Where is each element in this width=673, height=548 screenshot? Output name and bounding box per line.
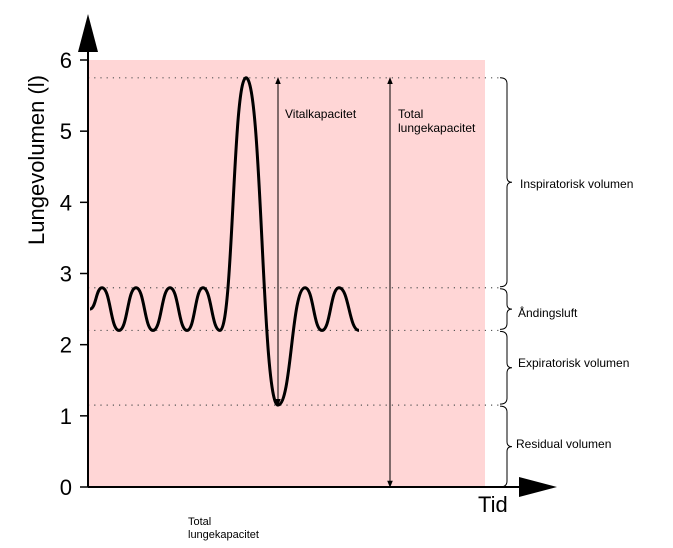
inspiratory-brace (499, 77, 513, 288)
residual-volume-label: Residual volumen (516, 437, 611, 451)
expiratory-volume-label: Expiratorisk volumen (518, 356, 629, 370)
total-lung-capacity-label-line2: lungekapacitet (398, 121, 476, 135)
total-lung-capacity-label-line1: Total (398, 107, 423, 121)
level-lines (88, 77, 500, 406)
footer-line1: Total (188, 516, 212, 528)
x-axis-arrow-icon (519, 477, 557, 497)
tidal-brace (499, 288, 513, 330)
y-tick-label: 3 (60, 262, 72, 287)
x-axis-title: Tid (478, 492, 508, 517)
inspiratory-volume-label: Inspiratorisk volumen (520, 177, 633, 191)
volume-braces (499, 77, 513, 488)
lung-volume-curve (89, 76, 360, 407)
y-ticks: 0 1 2 3 4 5 6 (60, 48, 88, 500)
y-tick-label: 6 (60, 48, 72, 73)
residual-brace (499, 405, 513, 488)
vital-capacity-label: Vitalkapacitet (285, 107, 357, 121)
y-tick-label: 1 (60, 404, 72, 429)
y-axis-title: Lungevolumen (l) (24, 75, 49, 245)
y-tick-label: 5 (60, 119, 72, 144)
plot-background (88, 60, 485, 487)
y-tick-label: 4 (60, 190, 72, 215)
footer-line2: lungekapacitet (188, 529, 259, 541)
y-tick-label: 2 (60, 333, 72, 358)
expiratory-brace (499, 330, 513, 405)
y-axis-arrow-icon (78, 14, 98, 52)
y-tick-label: 0 (60, 475, 72, 500)
footer-caption: Total lungekapacitet (188, 516, 259, 542)
tidal-volume-label: Åndingsluft (518, 305, 578, 320)
